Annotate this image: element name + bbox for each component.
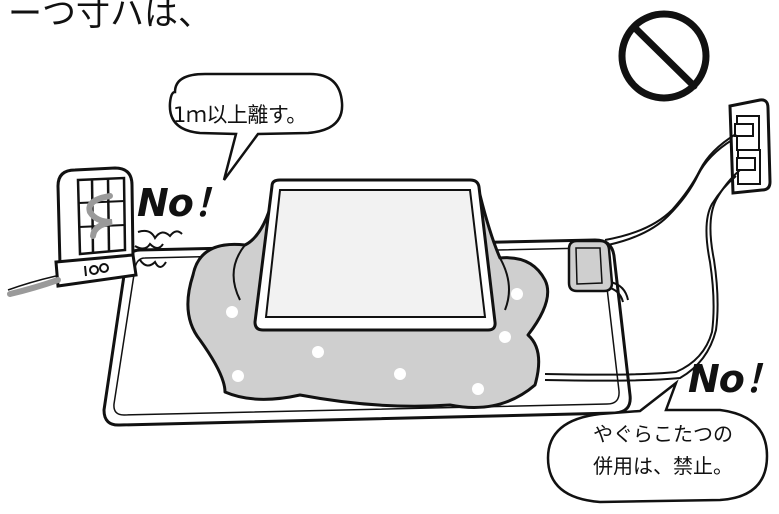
- callout-kotatsu-text: やぐらこたつの 併用は、禁止。: [573, 418, 753, 482]
- speech-bubble-kotatsu: [546, 379, 769, 504]
- electric-heater-icon: [7, 166, 183, 297]
- callout-kotatsu-line1: やぐらこたつの: [593, 422, 733, 446]
- no-label-heater: No！: [137, 181, 231, 225]
- no-label-kotatsu: No！: [688, 357, 779, 401]
- wall-outlet-icon: [728, 98, 772, 195]
- speech-bubble-distance: [168, 72, 344, 181]
- callout-distance-text: 1ｍ以上離す。: [173, 103, 307, 127]
- prohibition-icon: [618, 10, 710, 102]
- controller-icon: [567, 239, 614, 293]
- power-cords: [544, 133, 741, 382]
- header-partial-text: ーつ寸ハは、: [8, 0, 212, 34]
- kotatsu-tabletop: [253, 178, 497, 332]
- callout-kotatsu-line2: 併用は、禁止。: [593, 454, 733, 478]
